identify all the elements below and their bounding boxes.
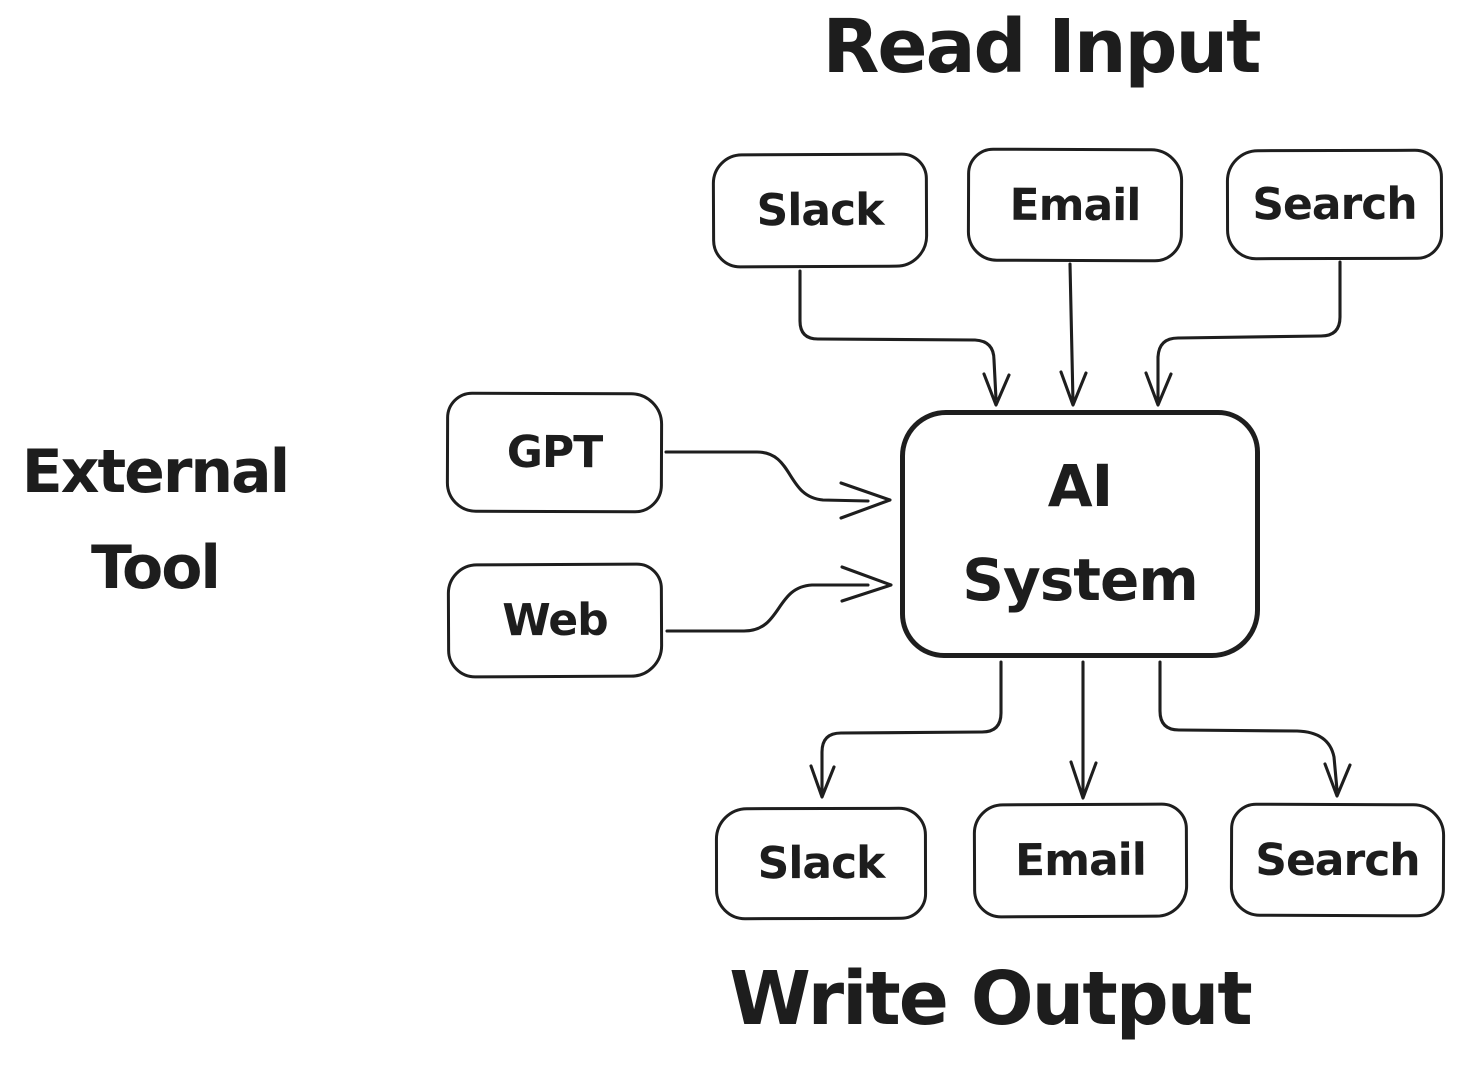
external-tool-title-line2: Tool xyxy=(91,533,221,603)
node-output-slack-label: Slack xyxy=(757,837,885,890)
node-external-web: Web xyxy=(446,562,664,679)
write-output-title: Write Output xyxy=(729,956,1253,1042)
node-external-web-label: Web xyxy=(502,594,608,647)
node-output-search-label: Search xyxy=(1255,834,1420,886)
node-ai-system-label-line1: AI xyxy=(1047,452,1113,521)
node-output-email-label: Email xyxy=(1014,834,1146,887)
node-ai-system: AI System xyxy=(900,410,1260,658)
read-input-title: Read Input xyxy=(822,4,1261,90)
node-input-search-label: Search xyxy=(1252,178,1417,231)
external-tool-title-line1: External xyxy=(21,437,290,507)
node-ai-system-label-line2: System xyxy=(962,546,1199,614)
node-external-gpt-label: GPT xyxy=(506,426,603,479)
node-external-gpt: GPT xyxy=(445,391,664,514)
node-output-slack: Slack xyxy=(714,806,928,921)
edge-input-slack-to-ai xyxy=(798,269,1011,407)
edge-input-search-to-ai xyxy=(1144,260,1342,407)
edge-external-web-to-ai xyxy=(665,565,893,633)
node-input-slack-label: Slack xyxy=(756,184,884,237)
edge-ai-to-output-search xyxy=(1158,660,1352,798)
node-input-email: Email xyxy=(966,147,1184,263)
node-output-email: Email xyxy=(972,802,1189,919)
node-input-search: Search xyxy=(1225,148,1444,261)
external-tool-title: External Tool xyxy=(0,424,310,616)
edge-ai-to-output-slack xyxy=(809,660,1003,799)
edge-input-email-to-ai xyxy=(1059,262,1088,407)
node-input-email-label: Email xyxy=(1009,179,1141,231)
edge-ai-to-output-email xyxy=(1069,660,1098,800)
edge-external-gpt-to-ai xyxy=(664,450,892,520)
node-input-slack: Slack xyxy=(711,152,929,269)
node-output-search: Search xyxy=(1229,802,1446,918)
